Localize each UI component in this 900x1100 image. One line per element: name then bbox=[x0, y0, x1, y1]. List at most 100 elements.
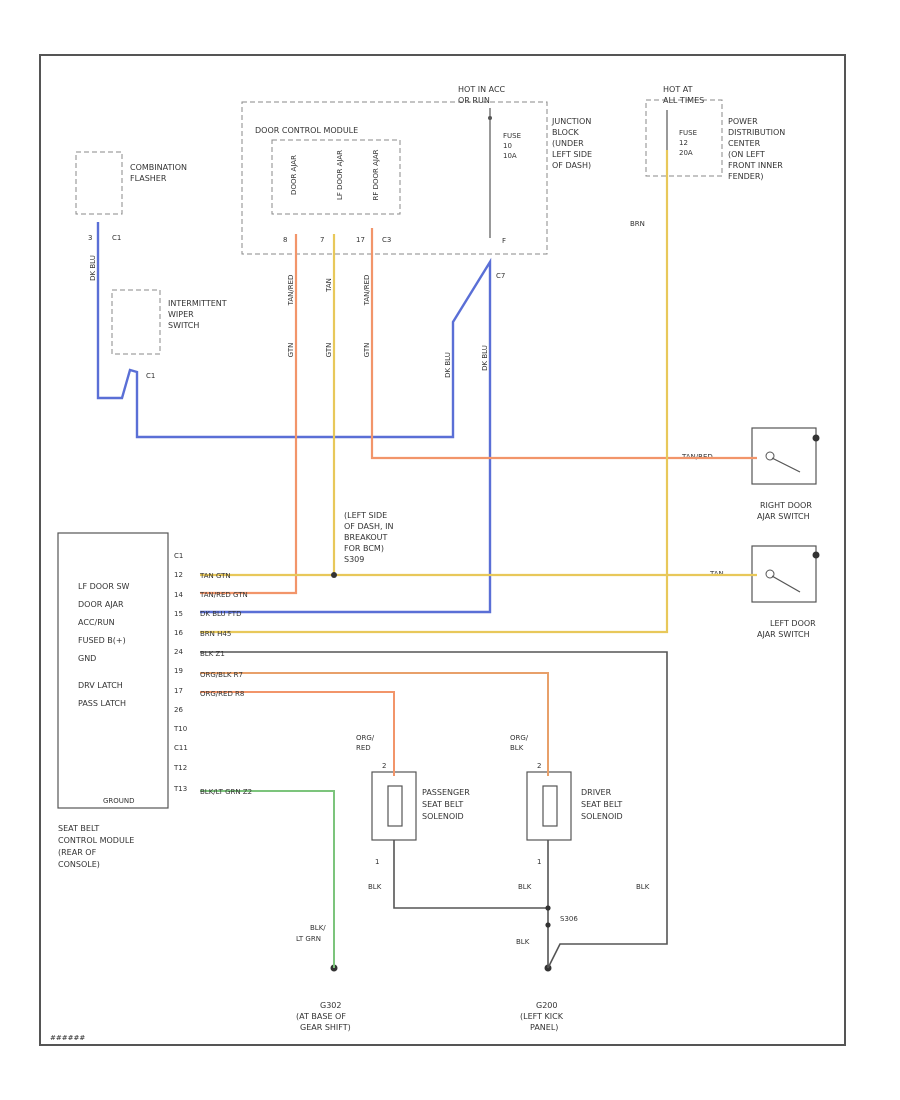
svg-text:FLASHER: FLASHER bbox=[130, 174, 167, 183]
svg-text:S306: S306 bbox=[560, 915, 578, 923]
svg-text:TAN/RED: TAN/RED bbox=[363, 275, 371, 307]
svg-text:ORG/BLK R7: ORG/BLK R7 bbox=[200, 671, 243, 679]
svg-text:TAN/RED: TAN/RED bbox=[287, 275, 295, 307]
svg-text:FUSE: FUSE bbox=[679, 129, 697, 137]
svg-text:GTN: GTN bbox=[363, 343, 371, 358]
svg-text:RF DOOR AJAR: RF DOOR AJAR bbox=[372, 149, 380, 200]
wire-labels: DK BLU TAN/RED GTN TAN GTN TAN/RED GTN D… bbox=[89, 255, 489, 378]
ground-g200: G200 (LEFT KICK PANEL) bbox=[520, 964, 564, 1032]
svg-text:G302: G302 bbox=[320, 1001, 341, 1010]
svg-text:BLK/LT GRN Z2: BLK/LT GRN Z2 bbox=[200, 788, 252, 796]
svg-text:LF DOOR AJAR: LF DOOR AJAR bbox=[336, 150, 344, 200]
svg-text:14: 14 bbox=[174, 591, 183, 599]
svg-text:BLK: BLK bbox=[368, 883, 382, 891]
svg-text:DRV LATCH: DRV LATCH bbox=[78, 681, 123, 690]
splice-s306: S306 BLK BLK BLK BLK bbox=[368, 883, 650, 946]
svg-text:12: 12 bbox=[174, 571, 183, 579]
svg-text:C1: C1 bbox=[112, 234, 121, 242]
svg-text:(LEFT SIDE: (LEFT SIDE bbox=[344, 511, 387, 520]
module-wire-labels: TAN GTN TAN/RED GTN DK BLU FTD BRN H45 B… bbox=[199, 572, 252, 796]
svg-text:SEAT BELT: SEAT BELT bbox=[58, 824, 99, 833]
svg-text:PANEL): PANEL) bbox=[530, 1023, 558, 1032]
svg-text:OF DASH): OF DASH) bbox=[552, 161, 591, 170]
svg-text:C7: C7 bbox=[496, 272, 505, 280]
svg-text:COMBINATION: COMBINATION bbox=[130, 163, 187, 172]
svg-text:C11: C11 bbox=[174, 744, 188, 752]
wire-black-ground-loop bbox=[200, 651, 668, 969]
svg-text:C1: C1 bbox=[174, 552, 183, 560]
svg-text:DK BLU: DK BLU bbox=[89, 255, 97, 281]
svg-text:AJAR SWITCH: AJAR SWITCH bbox=[757, 512, 810, 521]
svg-text:(UNDER: (UNDER bbox=[552, 139, 584, 148]
svg-text:2: 2 bbox=[382, 762, 386, 770]
svg-text:G200: G200 bbox=[536, 1001, 557, 1010]
svg-text:FUSED B(+): FUSED B(+) bbox=[78, 636, 126, 645]
wire-orange-pass-latch bbox=[200, 691, 395, 776]
svg-text:DK BLU FTD: DK BLU FTD bbox=[200, 610, 241, 618]
svg-text:SOLENOID: SOLENOID bbox=[581, 812, 623, 821]
wire-black-solenoids bbox=[393, 840, 551, 968]
svg-text:1: 1 bbox=[537, 858, 541, 866]
ground-g302: G302 (AT BASE OF GEAR SHIFT) BLK/ LT GRN bbox=[296, 924, 351, 1032]
wire-yellow-dcm7 bbox=[200, 234, 757, 578]
svg-text:DOOR CONTROL MODULE: DOOR CONTROL MODULE bbox=[255, 126, 358, 135]
svg-text:S309: S309 bbox=[344, 555, 364, 564]
svg-text:GTN: GTN bbox=[325, 343, 333, 358]
svg-text:F: F bbox=[502, 237, 506, 245]
svg-text:JUNCTION: JUNCTION bbox=[551, 117, 591, 126]
intermittent-wiper-switch: INTERMITTENT WIPER SWITCH C1 bbox=[111, 289, 227, 380]
svg-text:TAN: TAN bbox=[325, 278, 333, 293]
svg-text:17: 17 bbox=[356, 236, 365, 244]
svg-text:PASS LATCH: PASS LATCH bbox=[78, 699, 126, 708]
svg-text:BLK/: BLK/ bbox=[310, 924, 326, 932]
seat-belt-control-module: LF DOOR SW DOOR AJAR ACC/RUN FUSED B(+) … bbox=[57, 532, 188, 869]
svg-text:DK BLU: DK BLU bbox=[444, 352, 452, 378]
svg-text:(REAR OF: (REAR OF bbox=[58, 848, 97, 857]
svg-text:INTERMITTENT: INTERMITTENT bbox=[168, 299, 227, 308]
svg-text:BLK Z1: BLK Z1 bbox=[200, 650, 225, 658]
svg-text:T13: T13 bbox=[173, 785, 187, 793]
svg-text:BLK: BLK bbox=[516, 938, 530, 946]
wire-brn-fuse12 bbox=[200, 150, 669, 634]
svg-text:ORG/: ORG/ bbox=[356, 734, 375, 742]
wire-orange-dcm17 bbox=[370, 228, 757, 460]
passenger-seat-belt-solenoid: PASSENGER SEAT BELT SOLENOID 2 1 ORG/ RE… bbox=[356, 734, 470, 866]
svg-text:3: 3 bbox=[88, 234, 92, 242]
svg-text:GND: GND bbox=[78, 654, 96, 663]
svg-text:OR RUN: OR RUN bbox=[458, 96, 490, 105]
svg-text:(LEFT KICK: (LEFT KICK bbox=[520, 1012, 564, 1021]
door-control-module: DOOR CONTROL MODULE DOOR AJAR LF DOOR AJ… bbox=[241, 101, 548, 255]
diagram-frame bbox=[39, 54, 846, 1046]
combination-flasher: COMBINATION FLASHER 3 C1 bbox=[75, 151, 187, 242]
svg-text:15: 15 bbox=[174, 610, 183, 618]
svg-text:19: 19 bbox=[174, 667, 183, 675]
svg-text:T12: T12 bbox=[173, 764, 187, 772]
junction-block-fuse: HOT IN ACC OR RUN FUSE 10 10A JUNCTION B… bbox=[458, 85, 592, 280]
svg-text:10: 10 bbox=[503, 142, 512, 150]
svg-text:12: 12 bbox=[679, 139, 688, 147]
svg-text:ORG/RED R8: ORG/RED R8 bbox=[200, 690, 244, 698]
svg-text:LEFT SIDE: LEFT SIDE bbox=[552, 150, 592, 159]
svg-text:ACC/RUN: ACC/RUN bbox=[78, 618, 115, 627]
svg-text:POWER: POWER bbox=[728, 117, 758, 126]
power-distribution-center: HOT AT ALL TIMES FUSE 12 20A POWER DISTR… bbox=[630, 85, 785, 228]
svg-text:FRONT INNER: FRONT INNER bbox=[728, 161, 783, 170]
svg-text:BRN: BRN bbox=[630, 220, 645, 228]
svg-text:CONTROL MODULE: CONTROL MODULE bbox=[58, 836, 134, 845]
svg-text:26: 26 bbox=[174, 706, 183, 714]
svg-text:AJAR SWITCH: AJAR SWITCH bbox=[757, 630, 810, 639]
svg-text:16: 16 bbox=[174, 629, 183, 637]
svg-text:WIPER: WIPER bbox=[168, 310, 194, 319]
svg-text:FUSE: FUSE bbox=[503, 132, 521, 140]
svg-text:CENTER: CENTER bbox=[728, 139, 761, 148]
svg-text:BRN H45: BRN H45 bbox=[200, 630, 231, 638]
svg-text:(AT BASE OF: (AT BASE OF bbox=[296, 1012, 346, 1021]
svg-text:BLK: BLK bbox=[518, 883, 532, 891]
svg-text:TAN/RED GTN: TAN/RED GTN bbox=[199, 591, 248, 599]
svg-text:17: 17 bbox=[174, 687, 183, 695]
svg-text:PASSENGER: PASSENGER bbox=[422, 788, 470, 797]
wire-green-ground bbox=[200, 790, 335, 968]
svg-text:HOT AT: HOT AT bbox=[663, 85, 693, 94]
left-door-ajar-switch: LEFT DOOR AJAR SWITCH TAN bbox=[709, 545, 820, 639]
